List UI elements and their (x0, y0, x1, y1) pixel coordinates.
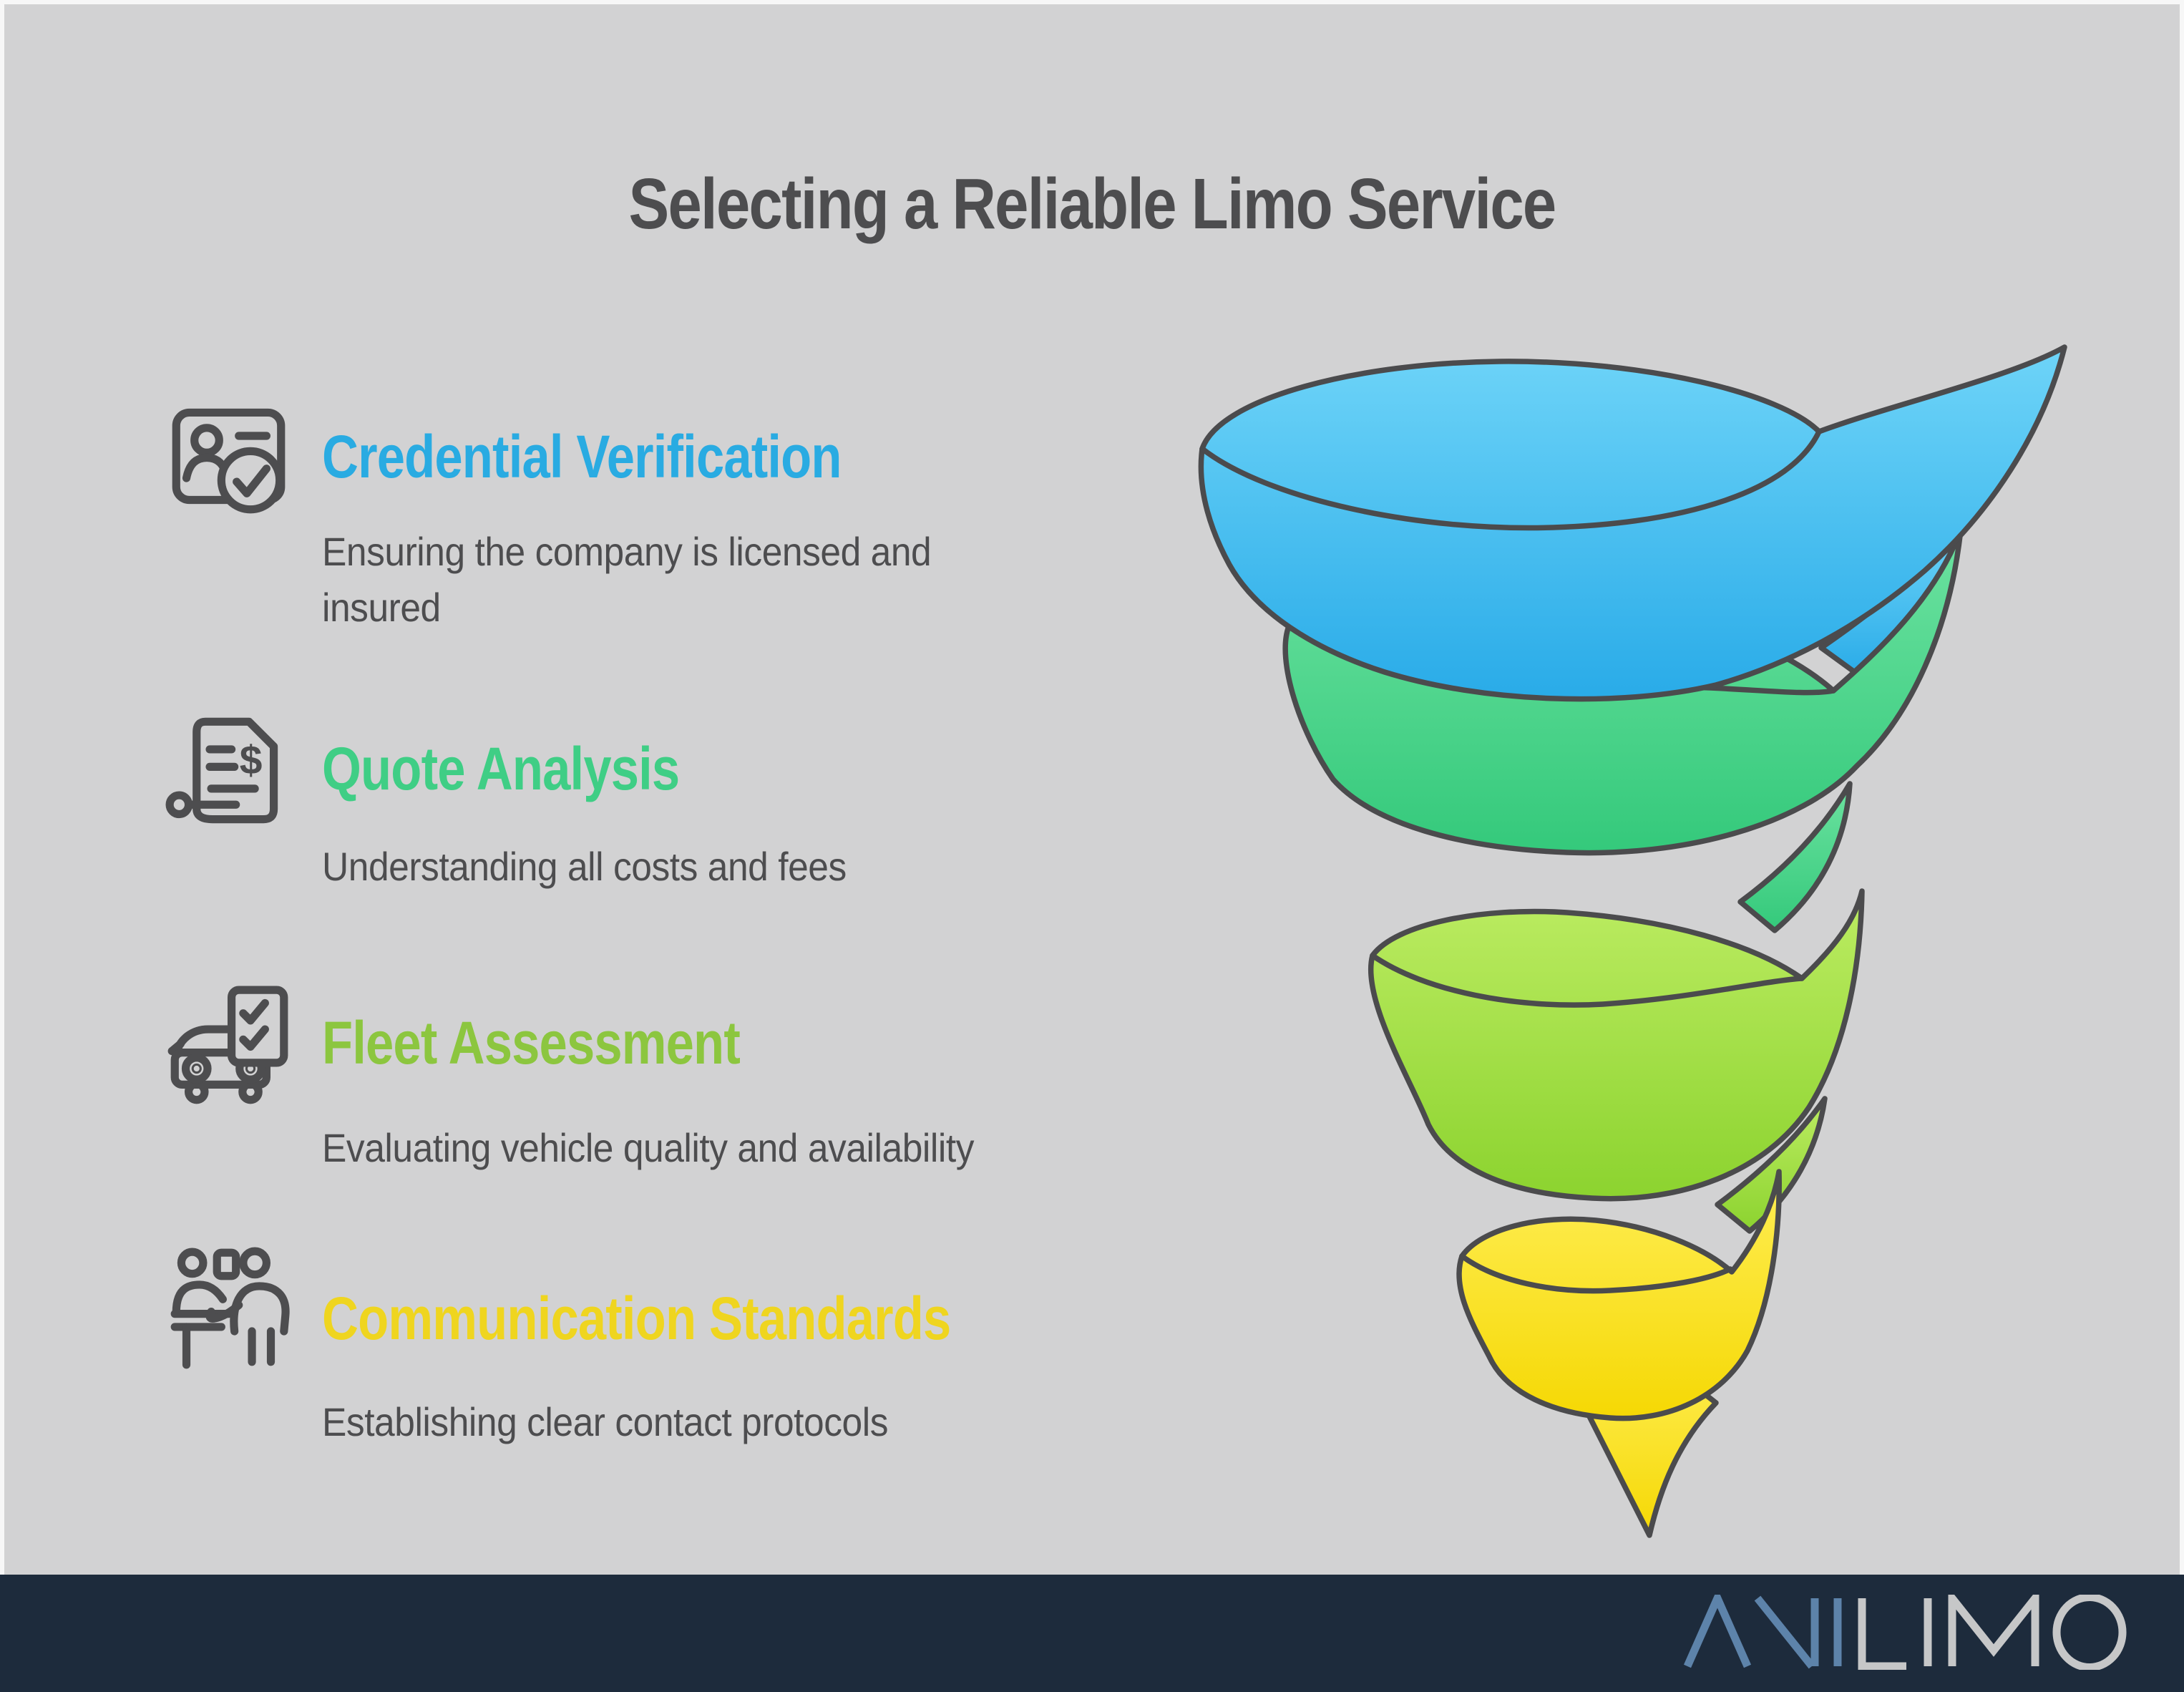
funnel-layer-3-rim (1370, 953, 1805, 1008)
stage-description: Understanding all costs and fees (322, 844, 847, 889)
stage-heading: Fleet Assessment (322, 1009, 741, 1076)
footer-bar (0, 1575, 2184, 1692)
stage-heading: Quote Analysis (322, 735, 680, 802)
anilimo-logo (1683, 1595, 2127, 1670)
funnel-layer-3 (1368, 888, 1865, 1202)
spiral-funnel-illustration (1181, 326, 2097, 1550)
stage-heading: Communication Standards (322, 1285, 951, 1352)
page-title: Selecting a Reliable Limo Service (628, 164, 1556, 244)
funnel-green-back-wrap (1737, 781, 1853, 933)
funnel-lime-back-wrap (1715, 1096, 1828, 1234)
stage-heading: Credential Verification (322, 423, 842, 490)
stage-description: Establishing clear contact protocols (322, 1399, 889, 1444)
funnel-layer-1-rim (1199, 429, 1822, 531)
stage-description: Evaluating vehicle quality and availabil… (322, 1125, 975, 1170)
invoice-dollar-icon: $ (165, 709, 292, 836)
funnel-layer-4-rim (1459, 1253, 1733, 1294)
funnel-layer-4 (1456, 1169, 1782, 1421)
car-checklist-icon (165, 984, 292, 1112)
svg-text:$: $ (240, 738, 263, 784)
logo-segment-gray (1858, 1595, 2127, 1670)
logo-segment-blue (1683, 1595, 1842, 1669)
id-card-check-icon (165, 394, 292, 521)
stage-description: Ensuring the company is licensed and ins… (322, 529, 932, 630)
people-conversation-icon (165, 1245, 292, 1373)
